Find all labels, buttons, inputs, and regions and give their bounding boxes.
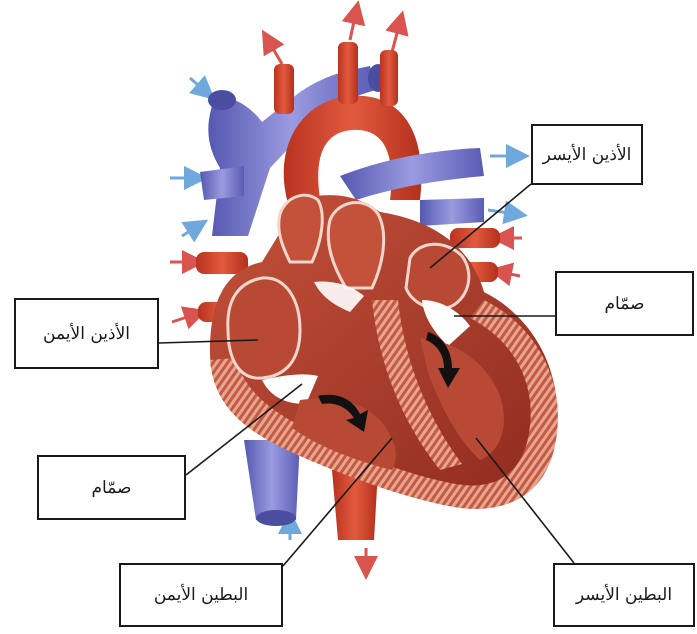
label-right-ventricle: البطين الأيمن [119, 563, 283, 627]
label-right-atrium: الأذين الأيمن [14, 298, 159, 369]
label-valve-left: صمّام [37, 455, 186, 520]
leader-left-atrium [430, 184, 531, 268]
label-valve-right: صمّام [555, 271, 694, 336]
label-left-atrium: الأذين الأيسر [531, 124, 643, 185]
label-left-ventricle: البطين الأيسر [553, 563, 695, 627]
